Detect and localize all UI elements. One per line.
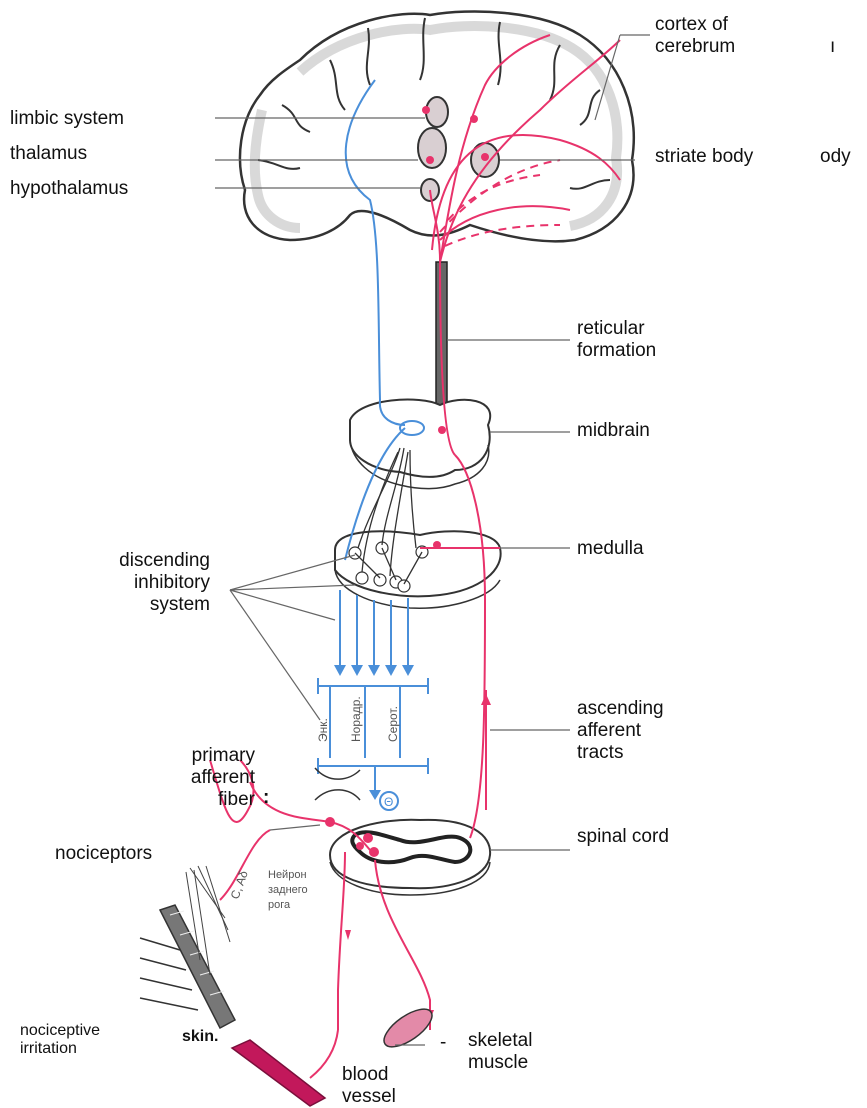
neuron-label: Нейрон заднего рога xyxy=(268,868,308,913)
reticular-label: reticular formation xyxy=(577,318,656,362)
thalamus-label: thalamus xyxy=(10,143,87,165)
cortex-label: cortex of cerebrum xyxy=(655,14,735,58)
ascending-label: ascending afferent tracts xyxy=(577,698,664,764)
irritation-label: nociceptive irritation xyxy=(20,1022,100,1058)
cortex-stray-mark: ı xyxy=(830,36,835,58)
nociceptors-label: nociceptors xyxy=(55,843,152,865)
skeletal-mark: - xyxy=(440,1032,446,1054)
skeletal-muscle xyxy=(378,1002,438,1054)
striate-label: striate body xyxy=(655,146,753,168)
midbrain-label: midbrain xyxy=(577,420,650,442)
enk-label: Энк. xyxy=(316,718,330,742)
medulla-label: medulla xyxy=(577,538,644,560)
spinal-cord-section xyxy=(330,820,490,895)
midbrain-section xyxy=(350,400,490,489)
hypothalamus-label: hypothalamus xyxy=(10,178,128,200)
striate-stray-label: ody xyxy=(820,146,851,168)
skeletal-label: skeletal muscle xyxy=(468,1030,532,1074)
descending-label: discending inhibitory system xyxy=(80,550,210,616)
primary-label: primary afferent fiber xyxy=(135,745,255,811)
blood-label: blood vessel xyxy=(342,1064,396,1108)
skin-label: skin. xyxy=(182,1026,218,1048)
spinal-label: spinal cord xyxy=(577,826,669,848)
serot-label: Серот. xyxy=(386,706,400,742)
limbic-label: limbic system xyxy=(10,108,124,130)
norad-label: Норадр. xyxy=(349,696,363,742)
fibers-label: C, Aδ xyxy=(228,868,251,901)
brain xyxy=(240,12,634,242)
inhibit-sign: Θ xyxy=(384,795,393,809)
primary-mark: : xyxy=(263,787,269,809)
